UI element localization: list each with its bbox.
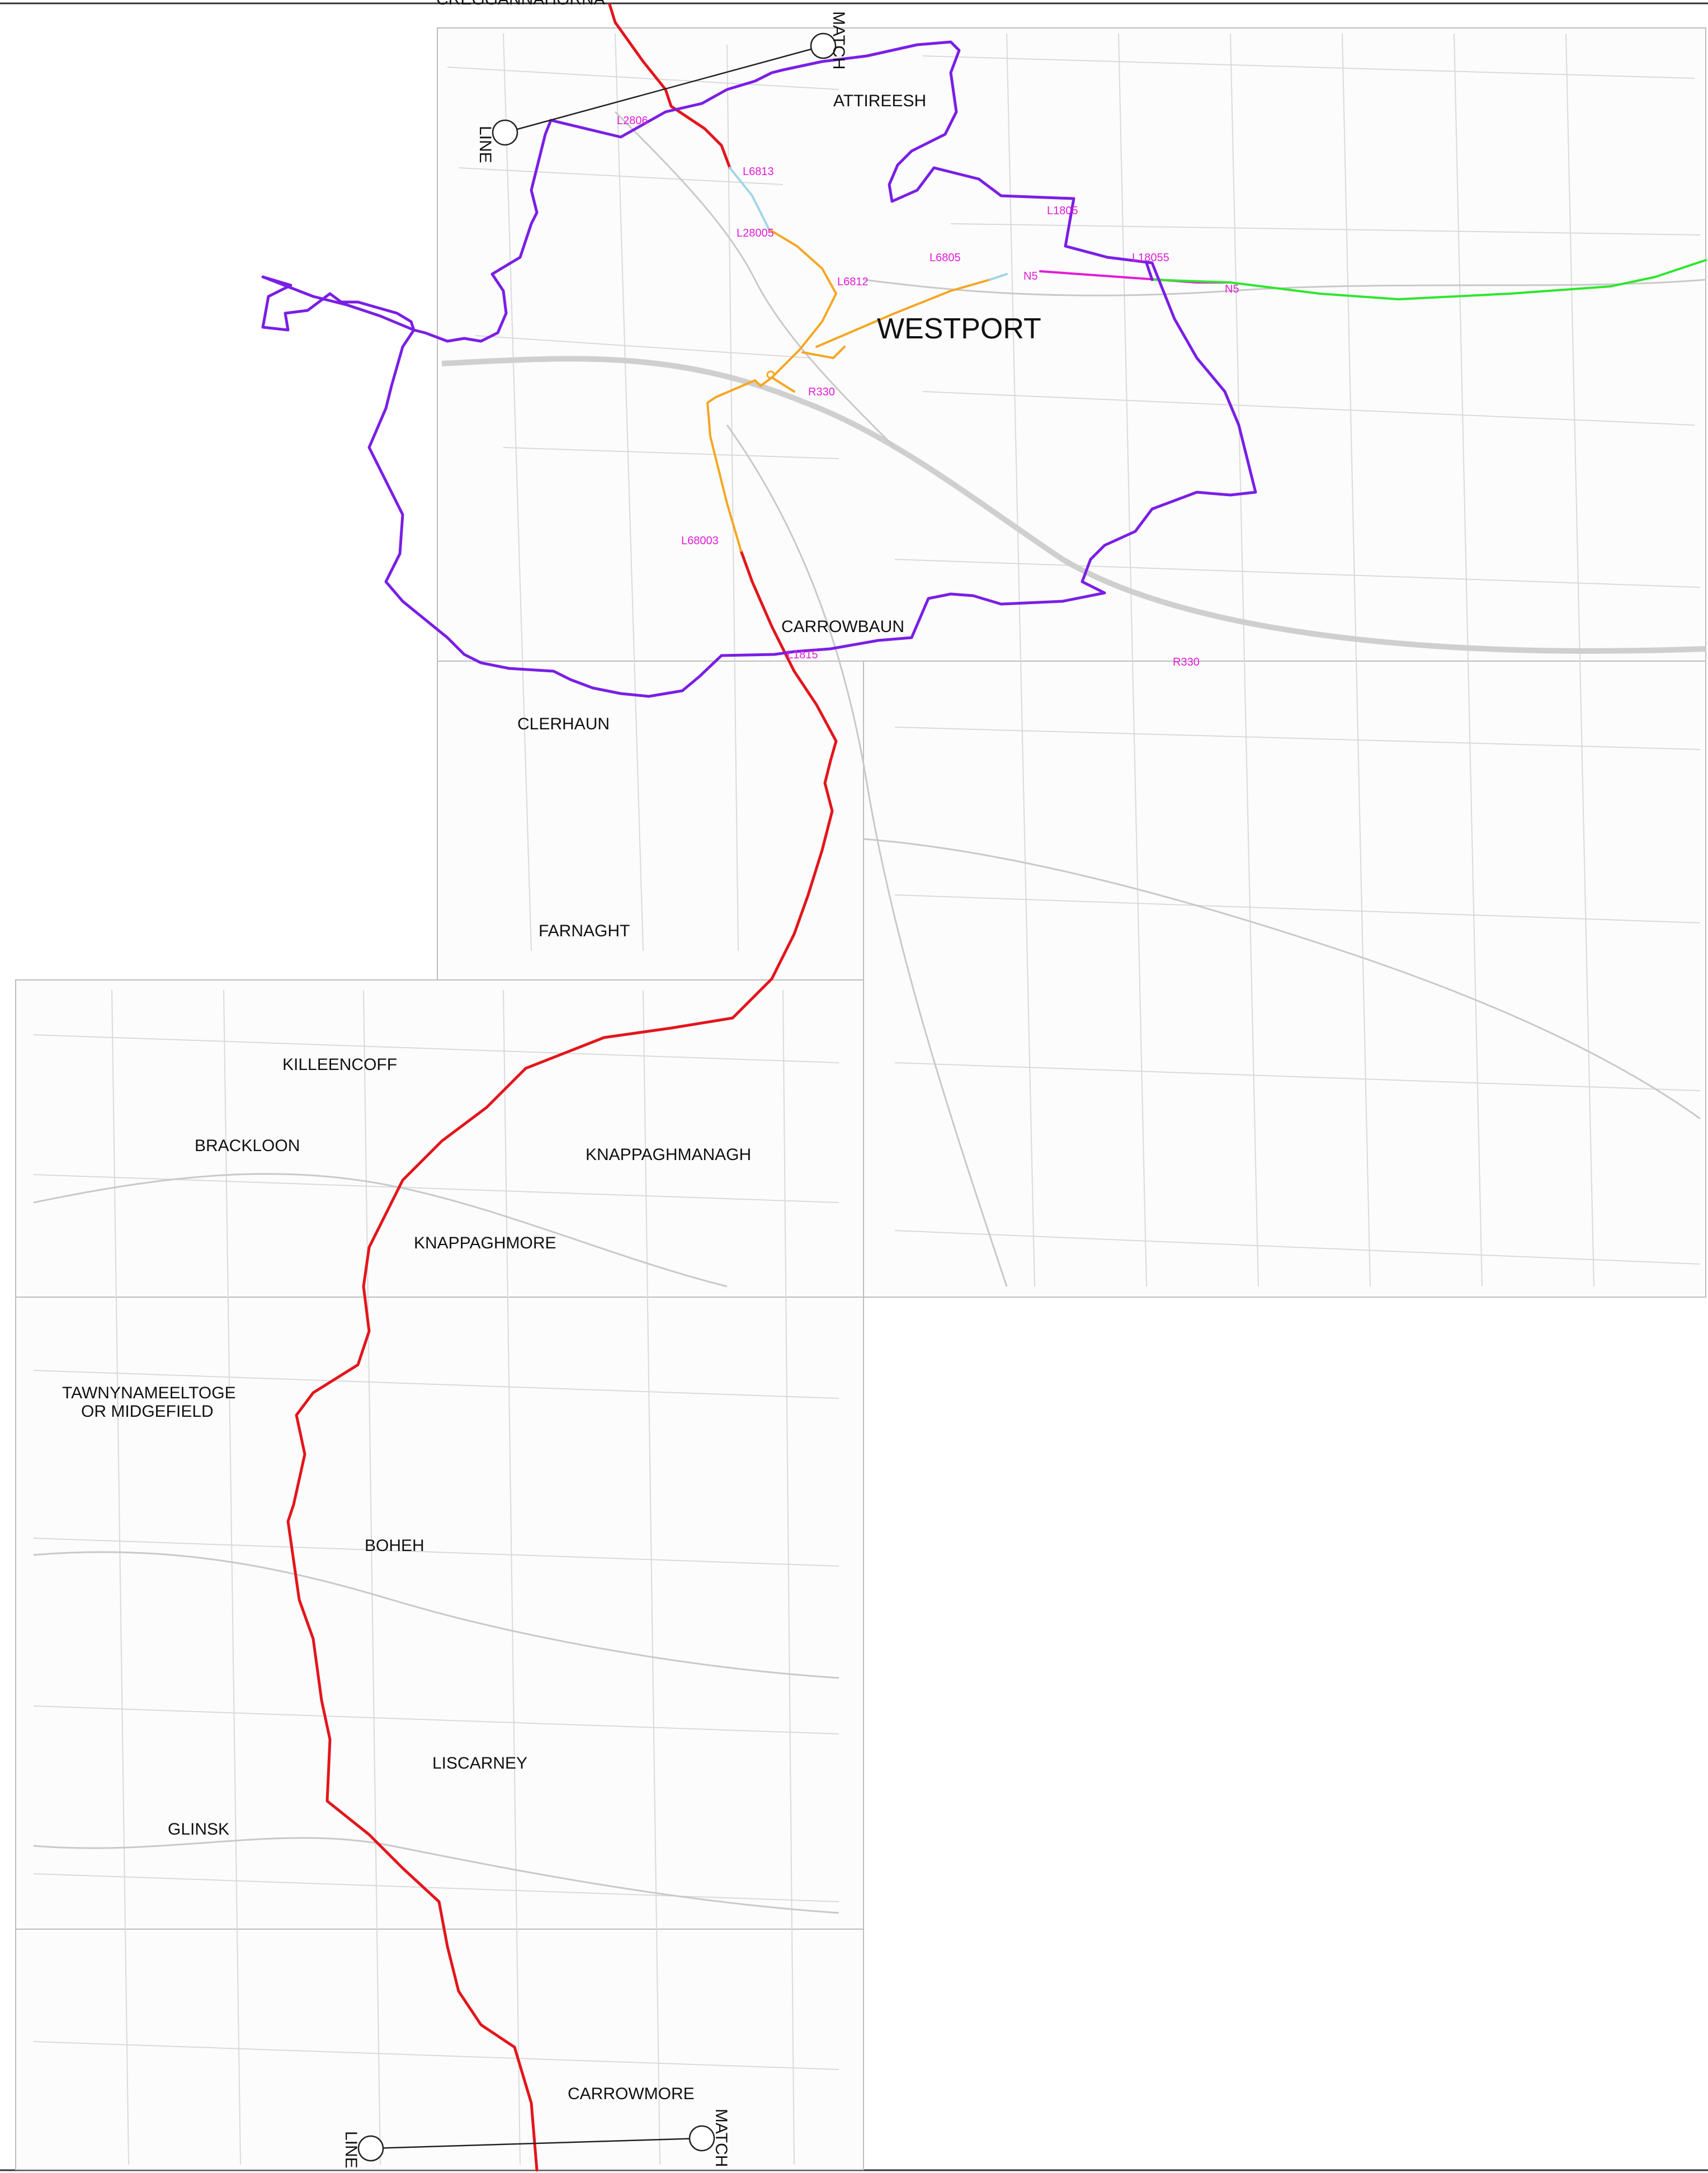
route-cyan — [729, 167, 1008, 281]
route-lines — [261, 3, 1707, 2172]
road-label-l1815: L1815 — [787, 649, 818, 661]
road-label-l6812: L6812 — [837, 276, 869, 288]
junction-node — [766, 370, 775, 379]
road-labels: L2806 L6813 L28005 L1805 L6805 N5 L18055… — [617, 115, 1239, 668]
label-attireesh: ATTIREESH — [833, 92, 926, 110]
route-purple-branch — [1145, 261, 1154, 281]
route-red-main — [286, 549, 838, 2172]
label-clerhaun: CLERHAUN — [517, 715, 610, 733]
road-label-l6805: L6805 — [930, 252, 961, 264]
label-carrowbaun: CARROWBAUN — [781, 618, 904, 636]
match-line-bottom-circle-right — [688, 2125, 715, 2152]
match-line-top-circle-right — [810, 32, 837, 59]
match-line-top-match: MATCH — [829, 11, 848, 69]
label-killeencoff: KILLEENCOFF — [282, 1055, 397, 1074]
road-label-l2806: L2806 — [617, 115, 648, 127]
match-line-bottom: MATCH LINE — [342, 2109, 730, 2169]
road-label-r330-b: R330 — [1173, 656, 1200, 668]
match-line-bottom-line: LINE — [342, 2131, 360, 2169]
label-brackloon: BRACKLOON — [195, 1137, 300, 1155]
label-or-midgefield: OR MIDGEFIELD — [81, 1402, 214, 1421]
label-glinsk: GLINSK — [168, 1820, 229, 1839]
road-label-l68003: L68003 — [681, 535, 719, 547]
label-westport: WESTPORT — [877, 313, 1041, 345]
label-knappaghmanagh: KNAPPAGHMANAGH — [586, 1146, 751, 1164]
base-roads — [33, 111, 1706, 1914]
label-tawnynameeltoge: TAWNYNAMEELTOGE — [62, 1384, 236, 1402]
road-label-n5-b: N5 — [1225, 283, 1239, 295]
route-green — [1151, 259, 1707, 300]
match-line-top-circle-left — [492, 119, 518, 146]
match-line-bottom-circle-left — [357, 2135, 384, 2162]
label-creggannahorna: CREGGANNAHORNA — [436, 0, 605, 8]
label-carrowmore: CARROWMORE — [568, 2085, 695, 2103]
road-label-l6813: L6813 — [743, 166, 774, 178]
match-line-bottom-match: MATCH — [712, 2109, 730, 2167]
route-red-top — [608, 3, 732, 169]
field-pattern — [33, 33, 1701, 2165]
road-label-n5-a: N5 — [1023, 270, 1038, 282]
match-line-top: MATCH LINE — [476, 11, 848, 163]
road-label-r330-a: R330 — [808, 386, 835, 398]
match-line-top-line: LINE — [476, 126, 494, 163]
label-liscarney: LISCARNEY — [432, 1754, 527, 1773]
road-label-l1805: L1805 — [1047, 205, 1078, 217]
road-label-l28005: L28005 — [737, 227, 774, 239]
place-labels: CREGGANNAHORNA ATTIREESH WESTPORT CARROW… — [62, 0, 1041, 2103]
road-label-l18055: L18055 — [1132, 252, 1169, 264]
route-orange — [706, 228, 991, 552]
base-map-tiles — [15, 27, 1706, 2170]
route-purple — [261, 40, 1257, 698]
label-knappaghmore: KNAPPAGHMORE — [414, 1234, 556, 1252]
label-boheh: BOHEH — [365, 1536, 424, 1555]
label-farnaght: FARNAGHT — [539, 922, 630, 940]
